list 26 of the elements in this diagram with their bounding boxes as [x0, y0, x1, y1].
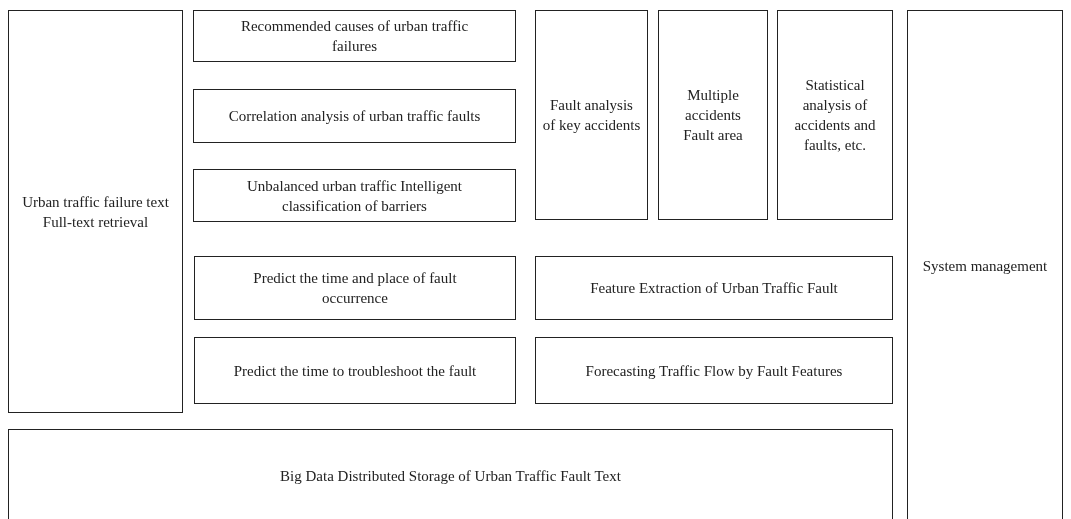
module-box: [535, 10, 648, 220]
module-box: [8, 429, 893, 519]
module-label: Multiple accidents Fault area: [682, 86, 744, 145]
module-box: [535, 256, 893, 320]
module-label: Predict the time to troubleshoot the fault: [233, 361, 477, 381]
module-label: Big Data Distributed Storage of Urban Traffic Fault Text: [280, 467, 621, 486]
module-box: [658, 10, 768, 220]
module-label: Unbalanced urban traffic Intelligent classification of barriers: [245, 176, 463, 216]
module-label: Predict the time and place of fault occurrence: [252, 269, 458, 308]
module-box: [777, 10, 893, 220]
module-label: Feature Extraction of Urban Traffic Fault: [590, 279, 838, 298]
module-label: Recommended causes of urban traffic failures: [239, 17, 470, 56]
module-box: [8, 10, 183, 413]
module-label: Statistical analysis of accidents and faults, etc.: [793, 76, 877, 155]
module-label: Forecasting Traffic Flow by Fault Features: [585, 361, 843, 381]
module-box: [194, 337, 516, 404]
module-box: [907, 10, 1063, 519]
module-box: [194, 256, 516, 320]
module-box: [535, 337, 893, 404]
module-box: [193, 89, 516, 143]
module-label: Correlation analysis of urban traffic faults: [228, 107, 481, 126]
module-label: Fault analysis of key accidents: [542, 96, 641, 135]
module-box: [193, 169, 516, 222]
module-label: System management: [922, 257, 1048, 276]
module-label: Urban traffic failure text Full-text retrieval: [21, 192, 170, 232]
module-box: [193, 10, 516, 62]
